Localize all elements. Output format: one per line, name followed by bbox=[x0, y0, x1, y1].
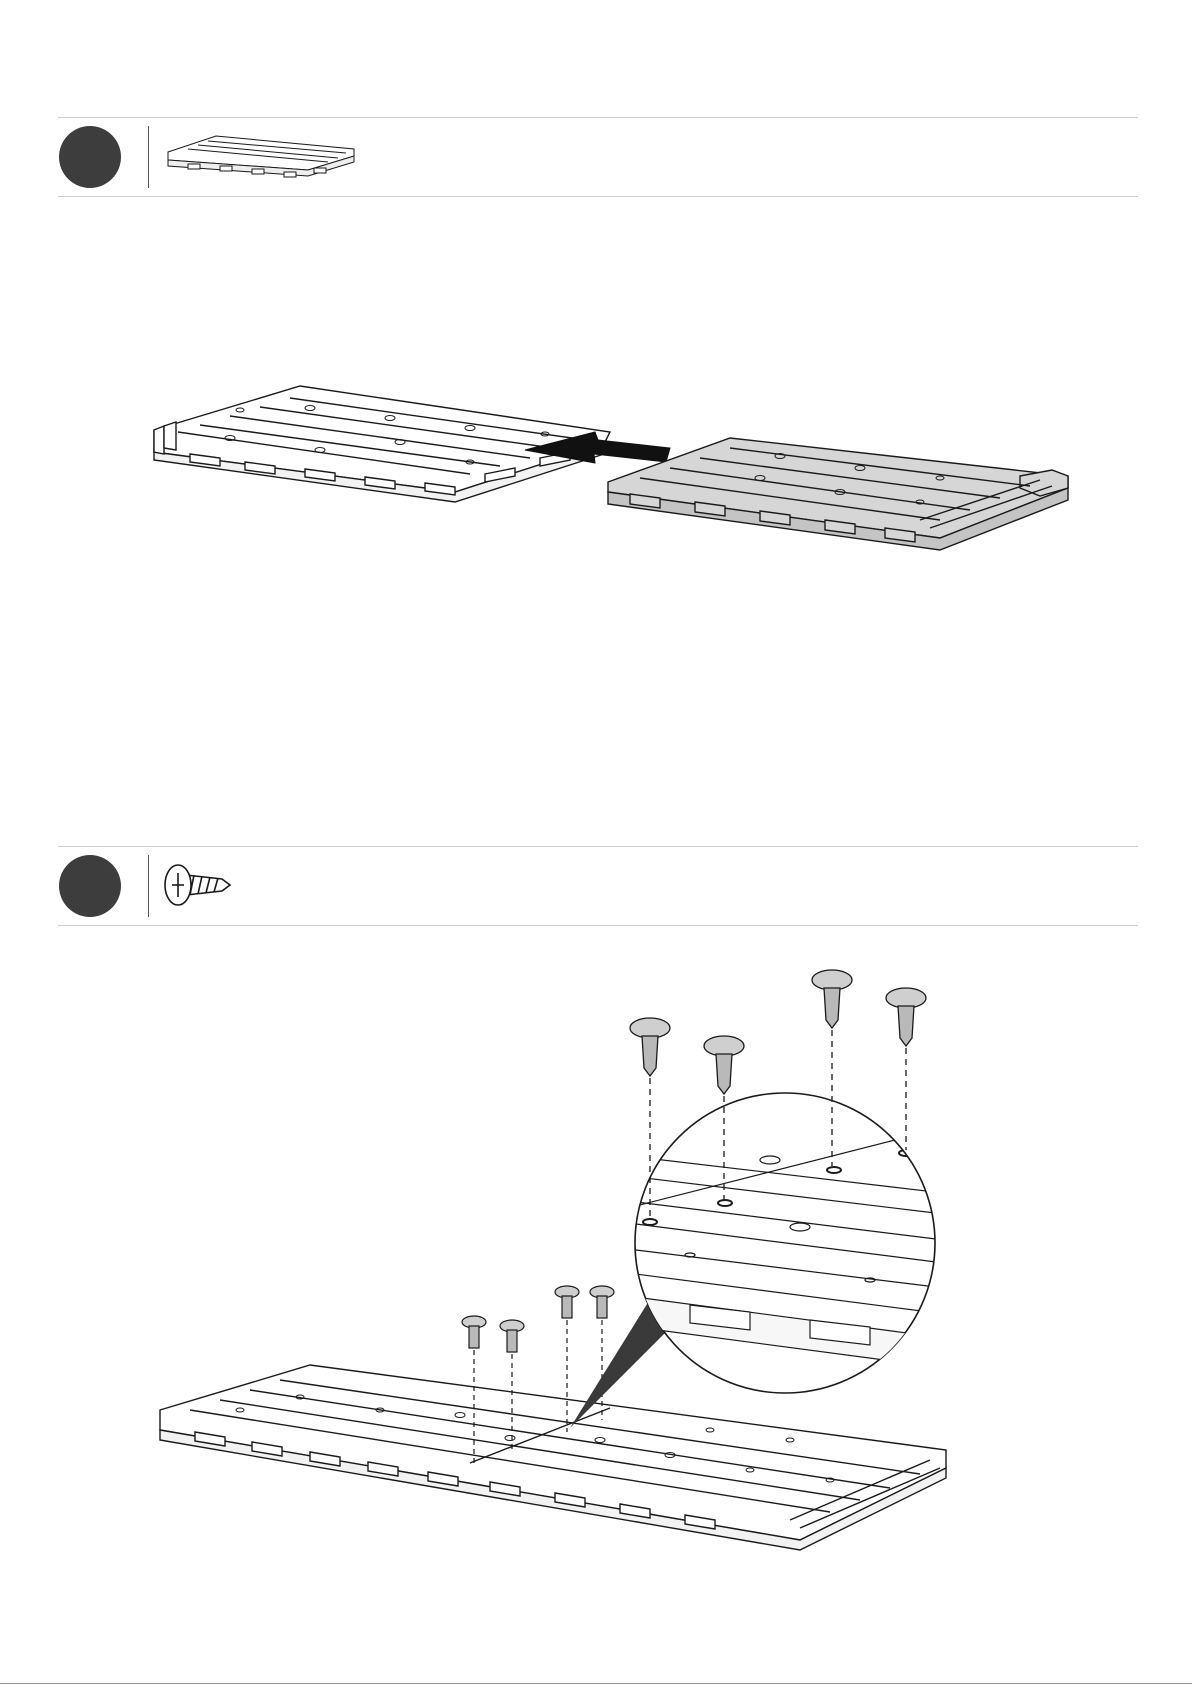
step-2-number-badge bbox=[59, 855, 121, 917]
step-1-part bbox=[158, 122, 358, 195]
step-2-part bbox=[158, 857, 248, 918]
screw-icon bbox=[886, 988, 926, 1150]
step-divider bbox=[148, 126, 149, 188]
step-2-illustration bbox=[150, 960, 960, 1570]
fixed-floor-panel bbox=[154, 386, 610, 502]
step-1-illustration bbox=[140, 370, 1100, 600]
step-2-header bbox=[58, 846, 1138, 926]
floor-panel-icon bbox=[158, 122, 358, 190]
step-divider bbox=[148, 855, 149, 917]
zoom-detail bbox=[620, 1093, 960, 1393]
screw-icon bbox=[158, 857, 248, 913]
page-bottom-rule bbox=[0, 1683, 1192, 1684]
joined-floor-panel bbox=[160, 1365, 946, 1550]
step-1-header bbox=[58, 117, 1138, 197]
moving-floor-panel bbox=[608, 438, 1068, 550]
step-1-number-badge bbox=[59, 126, 121, 188]
